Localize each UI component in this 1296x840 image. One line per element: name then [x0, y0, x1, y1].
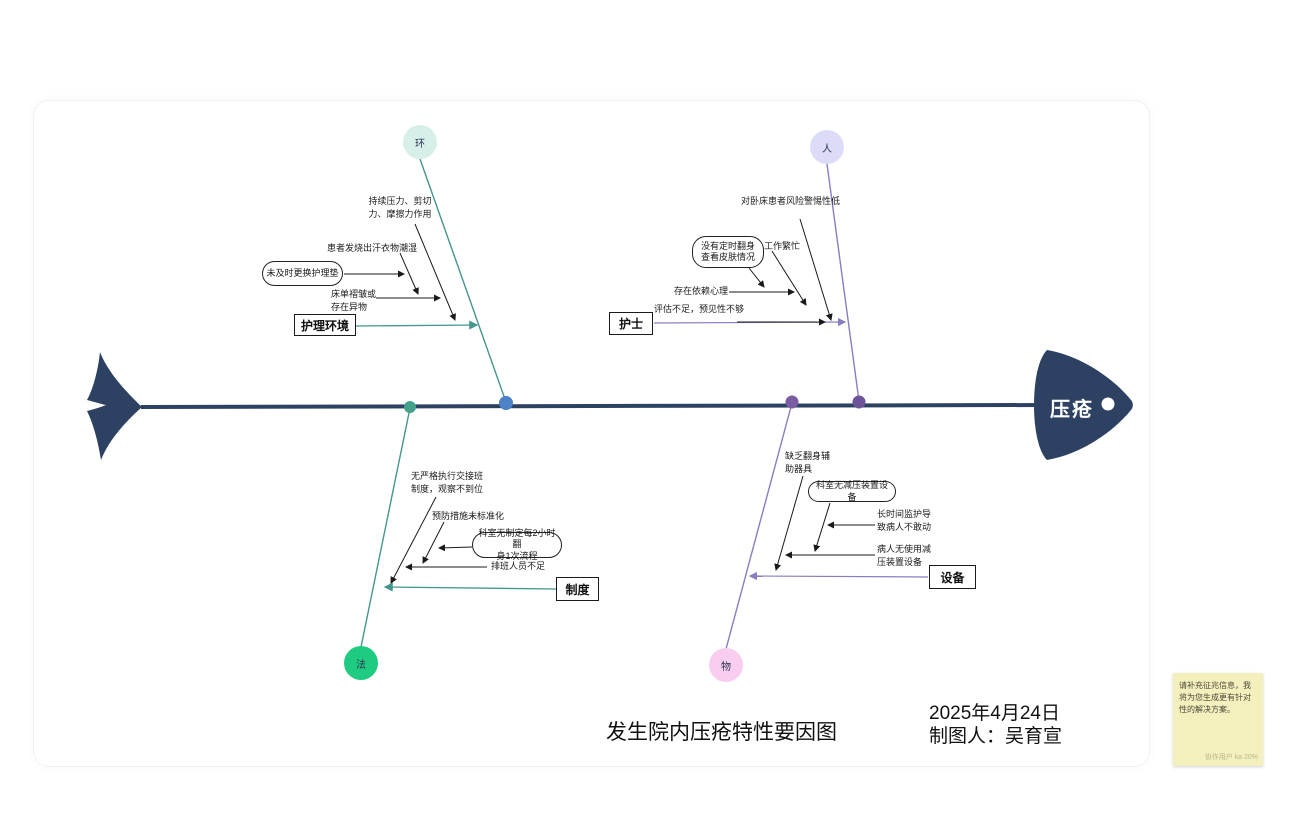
branch-node-env[interactable]: 环 — [403, 125, 437, 159]
method-category-box[interactable]: 制度 — [556, 577, 599, 601]
branch-node-person[interactable]: 人 — [810, 130, 844, 164]
branch-tag-method: 法 — [356, 659, 366, 671]
diagram-date-author[interactable]: 2025年4月24日 制图人：吴育宣 — [929, 703, 1063, 747]
branch-tag-env: 环 — [415, 138, 425, 150]
sticky-note[interactable]: 请补充征兆信息，我将为您生成更有针对性的解决方案。 协作用户 ka 20% — [1173, 673, 1263, 766]
effect-label[interactable]: 压疮 — [1050, 399, 1094, 421]
env-category-box[interactable]: 护理环境 — [294, 314, 356, 336]
material-cause-text[interactable]: 病人无使用减 压装置设备 — [877, 544, 932, 568]
material-cause-text[interactable]: 缺乏翻身辅 助器具 — [785, 451, 831, 475]
branch-node-material[interactable]: 物 — [709, 648, 743, 682]
branch-node-method[interactable]: 法 — [344, 646, 378, 680]
branch-tag-material: 物 — [721, 661, 731, 673]
material-category-box[interactable]: 设备 — [929, 565, 976, 589]
env-cause-text[interactable]: 患者发烧出汗衣物潮湿 — [327, 243, 418, 253]
sticky-note-footer: 协作用户 ka 20% — [1204, 754, 1258, 761]
material-cause-text[interactable]: 长时间监护导 致病人不敢动 — [877, 509, 932, 533]
method-cause-text[interactable]: 无严格执行交接班 制度，观察不到位 — [411, 471, 484, 495]
material-cause-bubble[interactable]: 科室无减压装置设备 — [808, 480, 896, 502]
diagram-title[interactable]: 发生院内压疮特性要因图 — [606, 721, 837, 744]
person-cause-text[interactable]: 工作繁忙 — [764, 241, 801, 251]
env-cause-bubble[interactable]: 未及时更换护理垫 — [262, 261, 343, 286]
method-cause-text[interactable]: 预防措施未标准化 — [432, 511, 505, 521]
method-cause-text[interactable]: 排班人员不足 — [491, 561, 546, 571]
env-cause-text[interactable]: 持续压力、剪切 力、摩擦力作用 — [368, 196, 432, 220]
diagram-canvas[interactable] — [33, 100, 1150, 767]
person-cause-bubble[interactable]: 没有定时翻身 查看皮肤情况 — [692, 236, 764, 268]
person-category-box[interactable]: 护士 — [609, 312, 653, 335]
env-cause-text[interactable]: 床单褶皱或 存在异物 — [331, 289, 377, 313]
person-cause-text[interactable]: 评估不足，预见性不够 — [654, 304, 745, 314]
method-cause-bubble[interactable]: 科室无制定每2小时翻 身1次流程 — [472, 528, 562, 561]
sticky-note-text: 请补充征兆信息，我将为您生成更有针对性的解决方案。 — [1179, 681, 1251, 714]
person-cause-text[interactable]: 存在依赖心理 — [674, 286, 729, 296]
branch-tag-person: 人 — [822, 143, 832, 155]
person-cause-text[interactable]: 对卧床患者风险警惕性低 — [741, 196, 841, 206]
